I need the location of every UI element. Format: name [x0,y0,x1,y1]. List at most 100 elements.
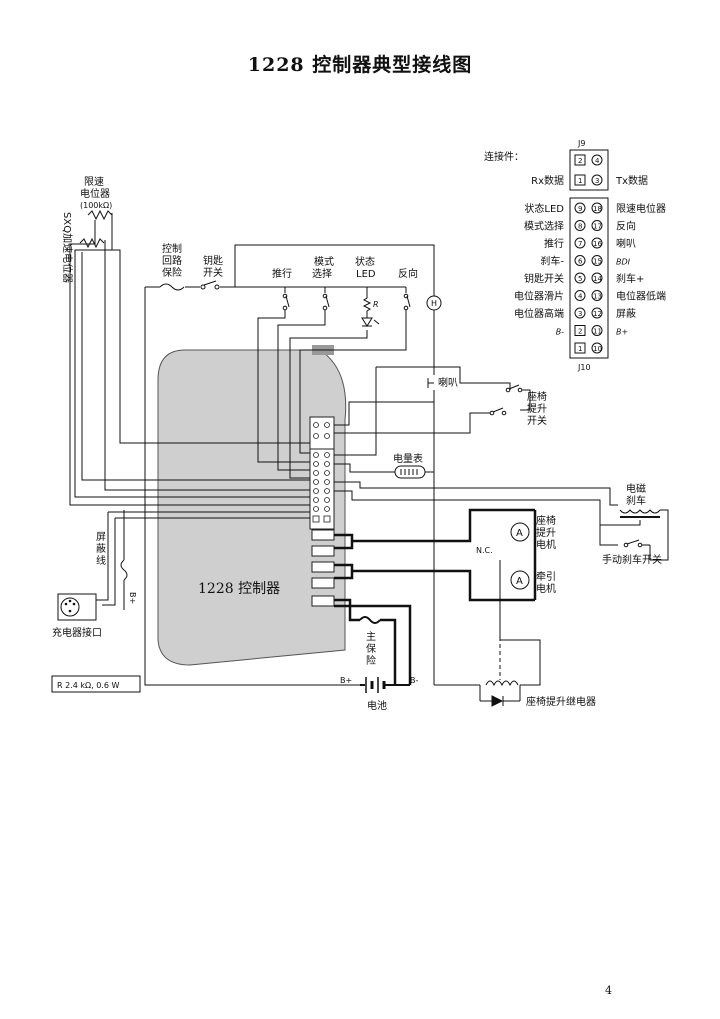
pin-number-17: 17 [593,223,602,231]
pin-number-5: 5 [578,275,582,283]
pin-13 [591,290,603,301]
charger-fuse [120,559,128,581]
pin-16 [591,237,603,249]
seat-motor-2: 提升 [536,527,556,539]
charger-bplus: B+ [128,592,137,604]
top-right-label-1: Tx数据 [615,174,648,187]
pin-3 [574,307,586,319]
pin-number-18: 18 [593,205,602,213]
key-switch-2: 开关 [203,266,223,279]
pin-9 [574,202,586,214]
pin-number-2: 2 [578,328,582,336]
main-left-label-0: 状态LED [524,202,564,215]
battery [360,677,410,693]
seat-lift-switch [489,384,523,416]
pin-2 [574,154,586,166]
speed-pot-label-2: 电位器 [80,187,110,200]
reverse-label: 反向 [398,267,418,280]
controller-label: 1228 控制器 [198,581,280,597]
em-brake-2: 刹车 [626,494,646,507]
page-number: 4 [605,984,612,997]
charger-connector [57,593,97,621]
em-brake-1: 电磁 [626,482,646,495]
pin-number-16: 16 [593,240,602,248]
pin-5 [574,272,586,284]
pin-number-4: 4 [578,293,583,301]
pin-number-3: 3 [595,177,599,185]
main-right-label-2: 喇叭 [616,238,636,250]
pin-number-3: 3 [578,310,582,318]
charger-label: 充电器接口 [52,626,102,639]
traction-motor-a: A [516,576,523,587]
battery-meter: 电量表 [393,452,426,479]
pin-4 [574,290,586,301]
pin-7 [574,237,586,249]
mode-label-1: 模式 [314,255,334,268]
main-fuse-3: 险 [366,654,376,667]
mode-label-2: 选择 [312,267,332,280]
pin-18 [591,202,603,214]
speed-pot-value: (100kΩ) [80,201,112,210]
main-left-label-5: 电位器滑片 [514,290,564,303]
signal-wires [69,213,669,686]
seat-lift-motor: A [510,522,530,542]
controller-pin-header [309,416,335,530]
seat-switch-1: 座椅 [527,390,547,403]
pin-number-8: 8 [578,223,582,231]
seat-motor-a: A [516,528,523,539]
sxq-pot-label: SXQ加速电位器 [61,212,74,283]
pin-17 [591,220,603,231]
pin-number-2: 2 [578,157,582,165]
main-fuse [359,616,381,624]
pin-number-13: 13 [593,293,602,301]
seat-motor-3: 电机 [536,538,556,551]
j9-label: J9 [577,139,585,148]
power-terminals [311,529,335,607]
pin-1 [574,342,586,354]
pin-14 [591,272,603,284]
pin-10 [591,342,603,354]
seat-relay-label: 座椅提升继电器 [526,695,596,708]
main-left-label-7: B- [556,328,564,337]
traction-motor: A [510,570,530,590]
status-led-label-2: LED [356,269,376,280]
pin-number-11: 11 [593,328,602,336]
ctrl-fuse-1: 控制 [162,242,182,255]
horn-meter-circle: H [426,295,442,311]
shield-2: 蔽 [96,543,106,555]
top-left-label-1: Rx数据 [531,174,564,187]
pin-number-6: 6 [578,258,583,266]
traction-motor-2: 电机 [536,582,556,595]
r-spec-label: R 2.4 kΩ, 0.6 W [57,681,119,690]
main-left-label-3: 刹车- [540,255,564,268]
pin-6 [574,255,586,266]
manual-brake-label: 手动刹车开关 [602,553,662,566]
power-wires [334,508,537,685]
pin-number-15: 15 [593,258,602,266]
led-resistor [361,293,380,327]
seat-switch-3: 开关 [527,414,547,427]
pin-number-10: 10 [593,345,602,353]
pin-number-1: 1 [578,177,582,185]
page-title: 1228 控制器典型接线图 [247,54,473,76]
j10-label: J10 [577,363,591,372]
status-led-label-1: 状态 [355,255,375,268]
main-right-label-5: 电位器低端 [616,290,666,303]
pin-2 [574,325,586,336]
meter-h-label: H [431,299,437,308]
traction-motor-1: 牵引 [536,571,556,583]
main-right-label-3: BDI [616,258,631,267]
speed-pot-label-1: 限速 [84,176,104,188]
pin-11 [591,325,603,336]
connector-header: 连接件： [484,150,524,163]
input-switches [282,293,411,311]
em-brake: 电磁 刹车 [619,482,661,518]
battery-bminus: B- [410,676,418,685]
pin-number-4: 4 [595,157,600,165]
control-fuse: 控制 回路 保险 [159,242,185,291]
main-left-label-6: 电位器高端 [514,307,564,320]
r-label: R [373,300,379,309]
pin-1 [574,174,586,186]
